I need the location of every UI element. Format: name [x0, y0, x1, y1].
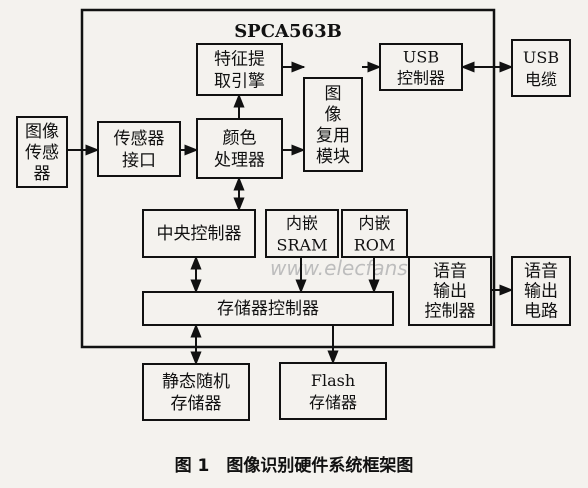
block-usb-cable: USB 电缆: [511, 39, 571, 97]
block-label-line: 存储器控制器: [217, 299, 319, 319]
block-box: [341, 209, 408, 258]
block-box: [265, 209, 339, 258]
block-flash-memory: Flash 存储器: [279, 362, 387, 420]
block-label-line: 电缆: [525, 70, 557, 89]
block-label-line: 处理器: [214, 151, 265, 171]
block-label-line: USB: [523, 48, 559, 67]
block-label-line: Flash: [311, 371, 355, 390]
block-label-line: 电路: [524, 302, 558, 322]
block-label-line: ROM: [354, 236, 396, 255]
block-box: [196, 43, 283, 96]
block-label-line: 内嵌: [286, 214, 318, 233]
block-box: [142, 209, 256, 258]
block-label-line: 传感器: [114, 129, 165, 149]
block-label-line: 内嵌: [358, 214, 390, 233]
chip-boundary: [80, 8, 496, 349]
block-sram: 内嵌 SRAM: [265, 209, 339, 258]
block-label-line: 控制器: [397, 68, 445, 87]
block-label-line: 存储器: [171, 394, 222, 414]
block-label-line: 静态随机: [162, 372, 230, 392]
block-label-line: 输出: [524, 282, 558, 302]
block-label-line: 语音: [524, 262, 558, 282]
block-box: [379, 43, 463, 91]
block-label-line: 像: [325, 105, 342, 125]
block-label-line: 图: [325, 84, 342, 104]
block-label-line: 特征提: [214, 50, 265, 70]
block-label-line: 复用: [316, 126, 350, 146]
figure-caption: 图 1 图像识别硬件系统框架图: [175, 455, 414, 476]
block-label-line: 接口: [122, 151, 156, 171]
block-box: [408, 256, 492, 326]
block-box: [16, 116, 68, 188]
block-box: [511, 256, 571, 326]
block-label-line: 器: [34, 164, 51, 184]
block-label-line: SRAM: [277, 236, 328, 255]
block-box: [142, 363, 250, 421]
block-label-line: 取引擎: [214, 72, 265, 92]
block-label-line: 存储器: [309, 393, 357, 412]
block-box: [279, 362, 387, 420]
block-rom: 内嵌 ROM: [341, 209, 408, 258]
block-box: [142, 291, 394, 326]
block-box: [511, 39, 571, 97]
block-label-line: 控制器: [425, 302, 476, 322]
block-label-line: 图像: [25, 122, 59, 142]
block-usb-controller: USB 控制器: [379, 43, 463, 91]
block-label-line: USB: [403, 47, 439, 66]
block-label-line: 语音: [433, 262, 467, 282]
block-cpu: 中央控制器: [142, 209, 256, 258]
block-memory-controller: 存储器控制器: [142, 291, 394, 326]
block-box: [97, 121, 181, 177]
connections: [67, 61, 514, 366]
block-box: [303, 77, 363, 172]
block-label-line: 传感: [25, 143, 59, 163]
block-label-line: 中央控制器: [157, 224, 242, 244]
block-label-line: 输出: [433, 282, 467, 302]
block-label-line: 模块: [316, 147, 350, 167]
block-label-line: 颜色: [223, 129, 257, 149]
blocks: 图像传感器传感器接口特征提取引擎颜色处理器图像复用模块USB控制器USB电缆中央…: [16, 39, 571, 421]
block-box: [196, 118, 283, 179]
chip-title: SPCA563B: [234, 21, 342, 42]
